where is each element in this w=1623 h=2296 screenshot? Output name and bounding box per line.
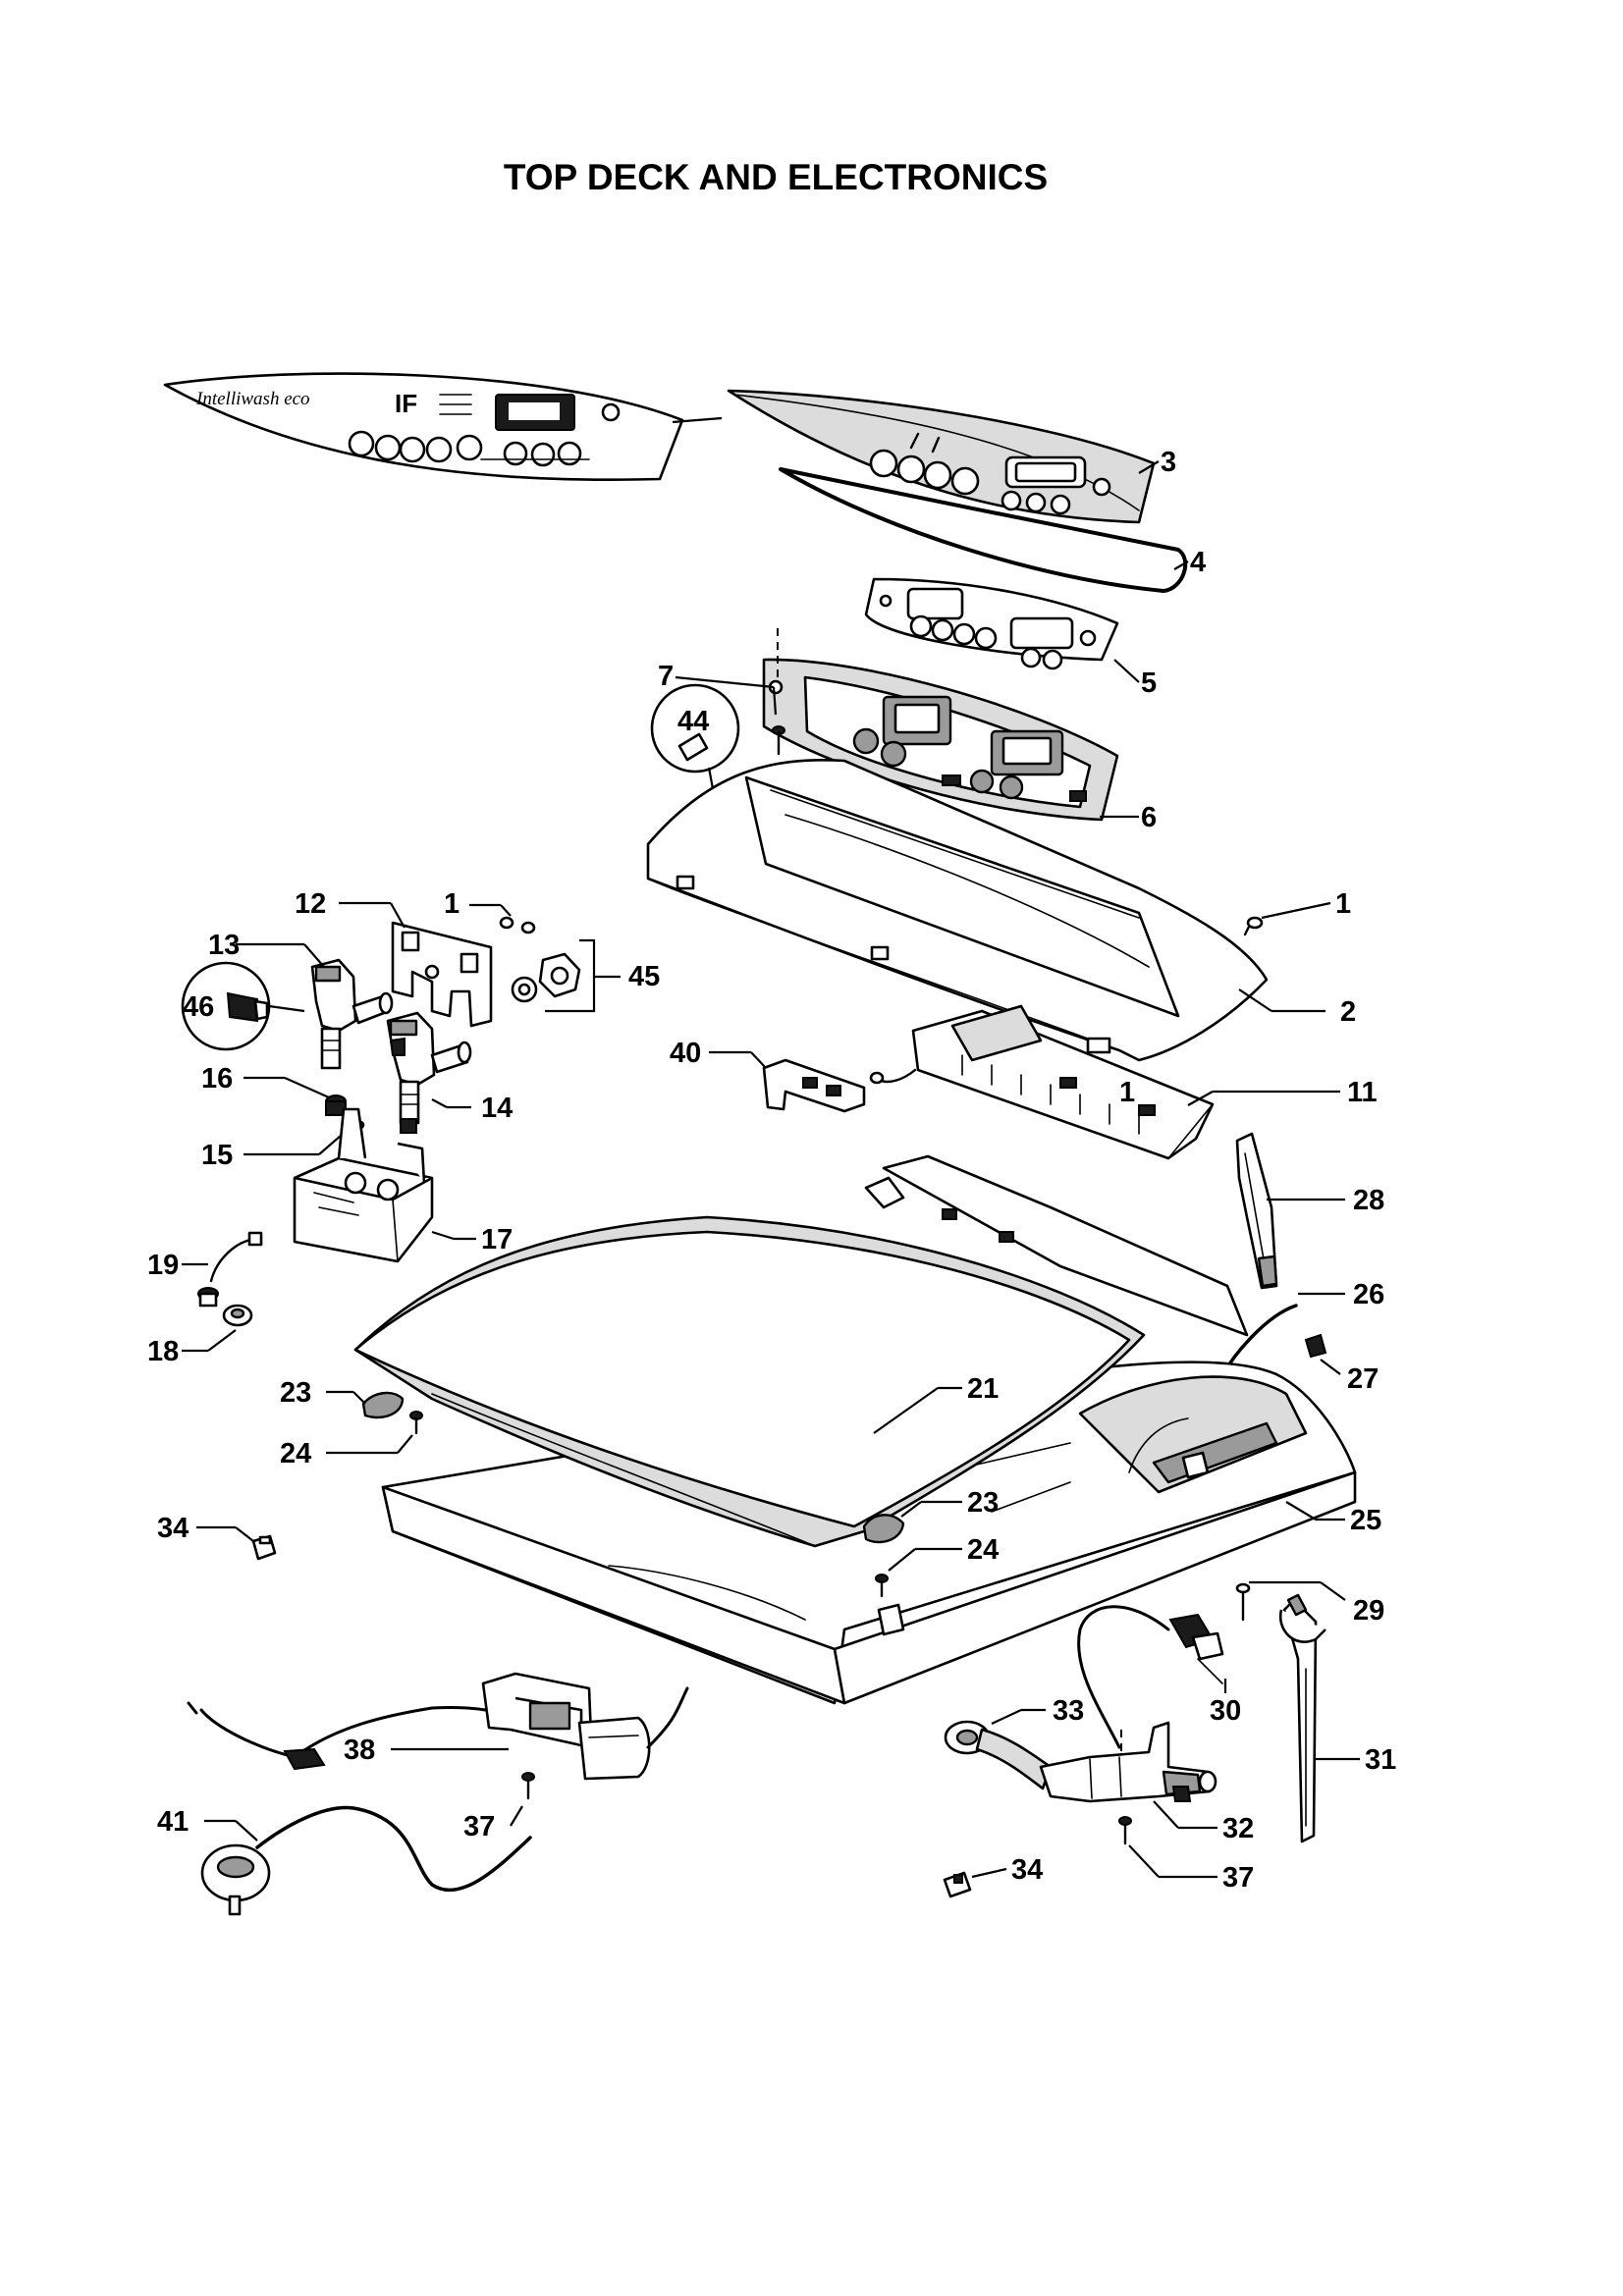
- part-28-lid-hinge-bracket: [1235, 1132, 1278, 1290]
- part-41-power-cord: [200, 1805, 532, 1916]
- callout-15: 15: [201, 1140, 233, 1171]
- part-4-gasket: [779, 467, 1188, 593]
- callout-14: 14: [481, 1093, 513, 1124]
- part-31-pressure-switch-tube: [1278, 1593, 1326, 1843]
- part-23-lid-bumper-b: [862, 1514, 905, 1544]
- callout-23-b: 23: [967, 1487, 999, 1519]
- part-1-screw-a: [1243, 916, 1264, 936]
- callout-12: 12: [295, 888, 326, 920]
- part-30-pressure-switch: [1077, 1605, 1224, 1749]
- svg-text:IF: IF: [395, 389, 417, 418]
- part-34-clip-b: [943, 1871, 972, 1898]
- callout-6: 6: [1141, 802, 1157, 833]
- part-37-screw-a: [521, 1772, 535, 1800]
- callout-46: 46: [183, 991, 214, 1023]
- callout-41: 41: [157, 1806, 189, 1838]
- callout-34-b: 34: [1011, 1854, 1043, 1886]
- callout-18: 18: [147, 1336, 179, 1367]
- callout-32: 32: [1222, 1813, 1254, 1844]
- part-21-lid: [353, 1215, 1146, 1548]
- callout-26: 26: [1353, 1279, 1384, 1310]
- callout-16: 16: [201, 1063, 233, 1095]
- part-27-hose-clip: [1304, 1333, 1327, 1359]
- part-1-screw-b: [499, 916, 536, 934]
- callout-5: 5: [1141, 667, 1157, 699]
- callout-13: 13: [208, 930, 240, 961]
- part-44-label-tag: [650, 683, 740, 774]
- callout-4: 4: [1190, 547, 1206, 578]
- callout-1-a: 1: [444, 888, 460, 920]
- callout-29: 29: [1353, 1595, 1384, 1627]
- control-panel-overlay-decal: Intelliwash eco IF: [163, 372, 684, 482]
- callout-21: 21: [967, 1373, 999, 1405]
- part-13-inlet-valve: [310, 958, 394, 1070]
- callout-19: 19: [147, 1250, 179, 1281]
- part-3-console-fascia: [727, 389, 1156, 524]
- part-17-valve-mount: [293, 1107, 434, 1263]
- callout-37-b: 37: [1222, 1862, 1254, 1894]
- diagram-title: TOP DECK AND ELECTRONICS: [503, 157, 1049, 197]
- callout-45: 45: [628, 961, 660, 992]
- callout-37-a: 37: [463, 1811, 495, 1842]
- part-46-connector: [181, 961, 271, 1051]
- callout-23-a: 23: [280, 1377, 311, 1409]
- callout-11: 11: [1347, 1077, 1378, 1108]
- part-37-screw-b: [1118, 1816, 1132, 1845]
- callout-25: 25: [1350, 1505, 1381, 1536]
- part-38-lid-switch-harness: [187, 1672, 689, 1781]
- callout-7: 7: [658, 661, 674, 692]
- callout-28: 28: [1353, 1185, 1384, 1216]
- part-19-wire-harness: [197, 1231, 263, 1308]
- callout-24-a: 24: [280, 1438, 311, 1469]
- callout-31: 31: [1365, 1744, 1396, 1776]
- callout-1-c: 1: [1119, 1077, 1135, 1108]
- part-11-motor-controller: [869, 1004, 1215, 1160]
- part-33-drain-hose: [944, 1720, 1053, 1790]
- callout-40: 40: [670, 1038, 701, 1069]
- part-24-screw-a: [409, 1411, 423, 1435]
- part-2-console-housing: [646, 759, 1269, 1062]
- part-32-drain-pump: [1039, 1721, 1217, 1803]
- callout-17: 17: [481, 1224, 513, 1255]
- callout-1-b: 1: [1335, 888, 1351, 920]
- callout-27: 27: [1347, 1363, 1379, 1395]
- callout-3: 3: [1161, 447, 1176, 478]
- callout-44: 44: [677, 706, 709, 737]
- callout-34-a: 34: [157, 1513, 189, 1544]
- part-12-valve-bracket: [391, 921, 493, 1028]
- part-34-clip-a: [251, 1534, 277, 1561]
- part-24-screw-b: [875, 1574, 889, 1598]
- part-18-grommet: [222, 1304, 253, 1327]
- part-45-nut-washer: [511, 952, 581, 1003]
- callout-30: 30: [1210, 1695, 1241, 1727]
- part-14-inlet-valve: [386, 1011, 472, 1125]
- part-40-lid-switch: [762, 1058, 866, 1113]
- callout-38: 38: [344, 1735, 375, 1766]
- part-29-screw: [1235, 1582, 1251, 1622]
- callout-24-b: 24: [967, 1534, 999, 1566]
- brand-logo-text: Intelliwash eco: [195, 389, 310, 409]
- part-5-keypad-membrane: [864, 577, 1119, 670]
- callout-33: 33: [1053, 1695, 1084, 1727]
- part-7-screw: [772, 725, 785, 756]
- callout-2: 2: [1340, 996, 1356, 1028]
- callout-labels: 3 4 5 7 44 6 12 1 1 13 45 46 2 16 1 14 4…: [147, 447, 1396, 1894]
- part-23-lid-bumper-a: [361, 1391, 405, 1419]
